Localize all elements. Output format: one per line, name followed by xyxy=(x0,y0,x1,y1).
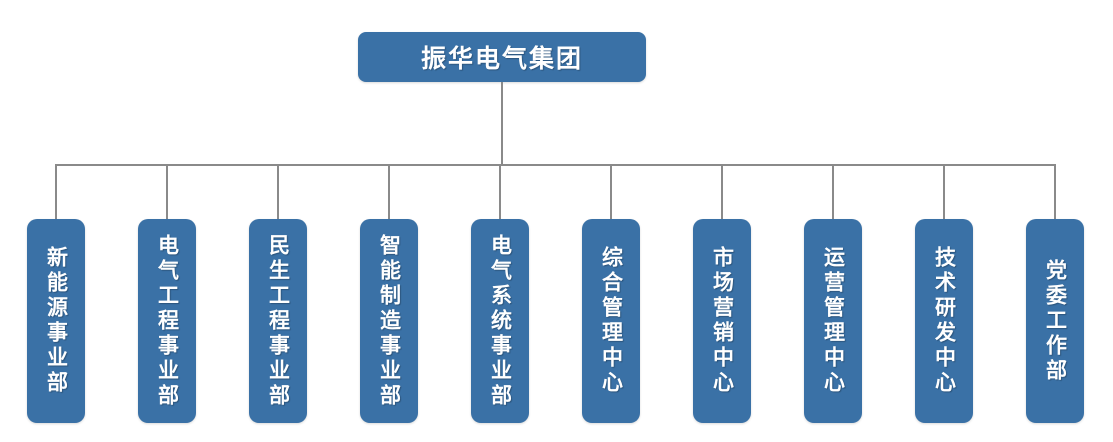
org-node-label: 党委工作部 xyxy=(1043,258,1067,384)
connector-drop xyxy=(388,166,390,219)
org-node-label: 运营管理中心 xyxy=(821,246,845,396)
org-node-root: 振华电气集团 xyxy=(358,32,646,82)
org-node: 新能源事业部 xyxy=(27,219,85,423)
connector-drop xyxy=(277,166,279,219)
connector-drop xyxy=(1054,166,1056,219)
org-node: 运营管理中心 xyxy=(804,219,862,423)
org-node: 市场营销中心 xyxy=(693,219,751,423)
org-node: 综合管理中心 xyxy=(582,219,640,423)
org-node: 电气工程事业部 xyxy=(138,219,196,423)
org-node-label: 技术研发中心 xyxy=(932,246,956,396)
org-node: 电气系统事业部 xyxy=(471,219,529,423)
org-node-label: 智能制造事业部 xyxy=(377,233,401,409)
org-node: 技术研发中心 xyxy=(915,219,973,423)
connector-drop xyxy=(499,166,501,219)
connector-drop xyxy=(166,166,168,219)
org-node-label: 民生工程事业部 xyxy=(266,233,290,409)
connector-drop xyxy=(721,166,723,219)
connector-root-stem xyxy=(501,82,503,166)
org-node-label: 市场营销中心 xyxy=(710,246,734,396)
connector-drop xyxy=(832,166,834,219)
org-node: 民生工程事业部 xyxy=(249,219,307,423)
org-node-label: 电气系统事业部 xyxy=(488,233,512,409)
org-node-root-label: 振华电气集团 xyxy=(420,45,583,73)
connector-bus xyxy=(55,164,1056,166)
connector-drop xyxy=(610,166,612,219)
connector-drop xyxy=(55,166,57,219)
org-node: 智能制造事业部 xyxy=(360,219,418,423)
org-node: 党委工作部 xyxy=(1026,219,1084,423)
org-node-label: 综合管理中心 xyxy=(599,246,623,396)
org-node-label: 新能源事业部 xyxy=(44,246,68,396)
org-node-label: 电气工程事业部 xyxy=(155,233,179,409)
connector-drop xyxy=(943,166,945,219)
